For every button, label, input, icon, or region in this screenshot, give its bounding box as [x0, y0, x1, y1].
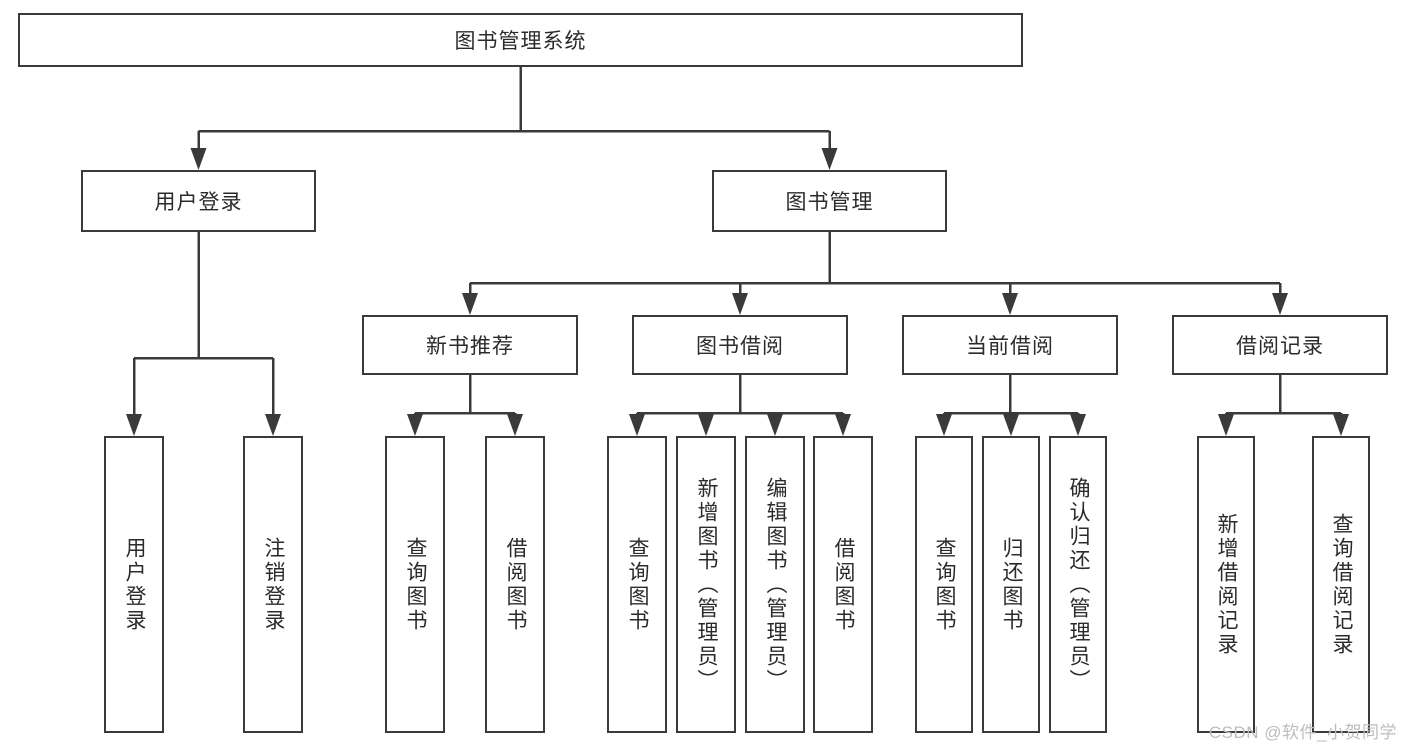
leaf-current-query-book[interactable]: 查询图书 — [915, 436, 973, 733]
leaf-user-login-label: 用户登录 — [123, 536, 147, 633]
leaf-current-return-book-label: 归还图书 — [1000, 536, 1024, 633]
leaf-current-confirm-return-label: 确认归还（管理员） — [1067, 476, 1091, 693]
node-borrow-record[interactable]: 借阅记录 — [1172, 315, 1388, 375]
node-new-book-recommend-label: 新书推荐 — [426, 335, 514, 358]
leaf-recommend-borrow-book[interactable]: 借阅图书 — [485, 436, 545, 733]
node-borrow-record-label: 借阅记录 — [1236, 335, 1324, 358]
watermark: CSDN @软件_小贺同学 — [1208, 723, 1397, 742]
node-new-book-recommend[interactable]: 新书推荐 — [362, 315, 578, 375]
leaf-user-login[interactable]: 用户登录 — [104, 436, 164, 733]
node-user-login-label: 用户登录 — [154, 191, 243, 214]
node-current-borrow[interactable]: 当前借阅 — [902, 315, 1118, 375]
leaf-record-add-label: 新增借阅记录 — [1215, 512, 1239, 657]
leaf-borrow-query-book[interactable]: 查询图书 — [607, 436, 667, 733]
leaf-borrow-edit-book-label: 编辑图书（管理员） — [764, 476, 788, 693]
leaf-borrow-add-book[interactable]: 新增图书（管理员） — [676, 436, 736, 733]
leaf-current-query-book-label: 查询图书 — [933, 536, 957, 633]
leaf-recommend-query-book-label: 查询图书 — [404, 536, 428, 633]
node-book-borrow[interactable]: 图书借阅 — [632, 315, 848, 375]
leaf-recommend-query-book[interactable]: 查询图书 — [385, 436, 445, 733]
leaf-user-logout-label: 注销登录 — [262, 536, 286, 633]
leaf-current-confirm-return[interactable]: 确认归还（管理员） — [1049, 436, 1107, 733]
leaf-user-logout[interactable]: 注销登录 — [243, 436, 303, 733]
leaf-record-add[interactable]: 新增借阅记录 — [1197, 436, 1255, 733]
node-user-login[interactable]: 用户登录 — [81, 170, 316, 232]
node-book-borrow-label: 图书借阅 — [696, 335, 784, 358]
leaf-borrow-query-book-label: 查询图书 — [626, 536, 650, 633]
node-current-borrow-label: 当前借阅 — [966, 335, 1054, 358]
node-book-manage[interactable]: 图书管理 — [712, 170, 947, 232]
leaf-borrow-borrow-book[interactable]: 借阅图书 — [813, 436, 873, 733]
leaf-borrow-edit-book[interactable]: 编辑图书（管理员） — [745, 436, 805, 733]
leaf-borrow-add-book-label: 新增图书（管理员） — [695, 476, 719, 693]
leaf-record-query[interactable]: 查询借阅记录 — [1312, 436, 1370, 733]
leaf-recommend-borrow-book-label: 借阅图书 — [504, 536, 528, 633]
leaf-borrow-borrow-book-label: 借阅图书 — [832, 536, 856, 633]
node-root-label: 图书管理系统 — [454, 30, 587, 53]
leaf-record-query-label: 查询借阅记录 — [1330, 512, 1354, 657]
node-book-manage-label: 图书管理 — [785, 191, 874, 214]
leaf-current-return-book[interactable]: 归还图书 — [982, 436, 1040, 733]
node-root[interactable]: 图书管理系统 — [18, 13, 1023, 67]
